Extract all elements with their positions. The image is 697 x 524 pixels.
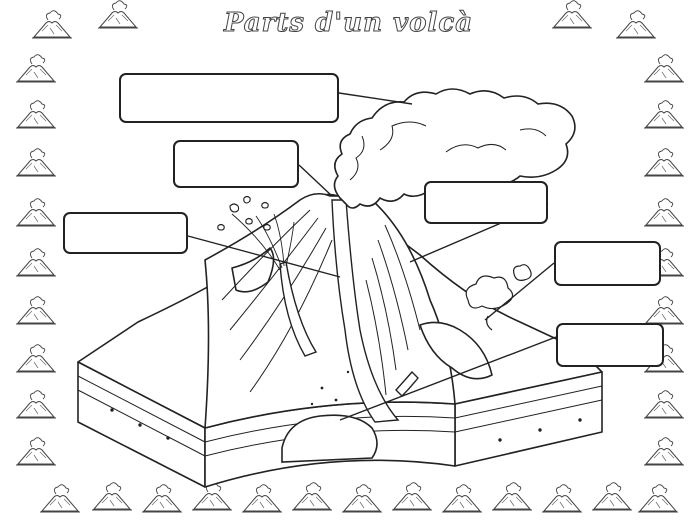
mini-volcano-icon	[342, 485, 382, 512]
mini-volcano-icon	[16, 101, 56, 128]
mini-volcano-icon	[644, 391, 684, 418]
mini-volcano-icon	[644, 199, 684, 226]
mini-volcano-icon	[644, 438, 684, 465]
mini-volcano-icon	[392, 483, 432, 510]
mini-volcano-icon	[592, 483, 632, 510]
answer-box-lava[interactable]	[554, 241, 661, 286]
mini-volcano-icon	[292, 483, 332, 510]
mini-volcano-icon	[644, 101, 684, 128]
worksheet-title: Parts d'un volcà	[0, 8, 697, 38]
mini-volcano-icon	[16, 199, 56, 226]
mini-volcano-icon	[92, 483, 132, 510]
mini-volcano-icon	[644, 149, 684, 176]
mini-volcano-icon	[16, 438, 56, 465]
mini-volcano-icon	[40, 485, 80, 512]
answer-box-crater[interactable]	[173, 140, 299, 188]
mini-volcano-icon	[16, 297, 56, 324]
mini-volcano-icon	[242, 485, 282, 512]
mini-volcano-icon	[644, 297, 684, 324]
mini-volcano-icon	[16, 391, 56, 418]
mini-volcano-icon	[16, 345, 56, 372]
answer-box-secondary-vent[interactable]	[63, 212, 188, 254]
answer-box-ash-cloud[interactable]	[119, 73, 339, 123]
mini-volcano-icon	[442, 485, 482, 512]
answer-box-magma-chamber[interactable]	[556, 323, 664, 367]
answer-box-cone-layers[interactable]	[424, 181, 548, 224]
mini-volcano-icon	[638, 485, 678, 512]
mini-volcano-icon	[192, 483, 232, 510]
mini-volcano-icon	[644, 55, 684, 82]
mini-volcano-icon	[16, 149, 56, 176]
mini-volcano-icon	[16, 249, 56, 276]
mini-volcano-icon	[142, 485, 182, 512]
mini-volcano-icon	[542, 485, 582, 512]
mini-volcano-icon	[492, 483, 532, 510]
mini-volcano-icon	[16, 55, 56, 82]
